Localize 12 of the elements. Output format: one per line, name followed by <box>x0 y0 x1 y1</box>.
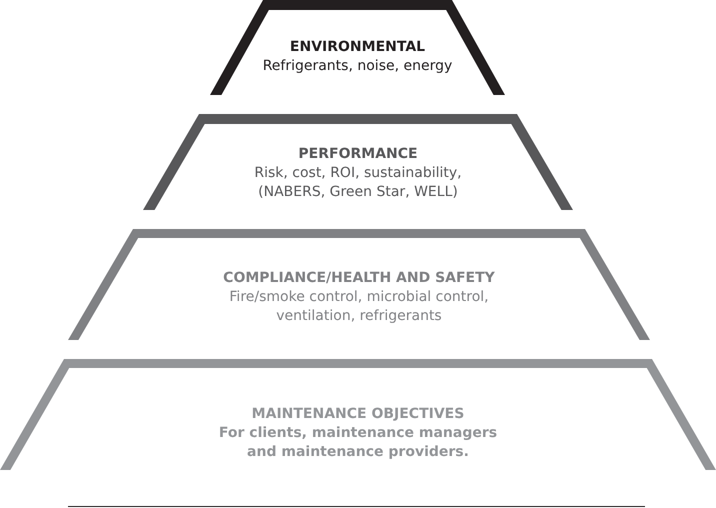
tier-description: Risk, cost, ROI, sustainability, (NABERS, Green Star, WELL) <box>253 164 463 202</box>
tier-description: For clients, maintenance managers and maintenance providers. <box>218 424 498 462</box>
tier-title: PERFORMANCE <box>298 145 418 164</box>
pyramid-tier <box>210 0 505 95</box>
pyramid-tier <box>0 359 716 470</box>
tier-description: Fire/smoke control, microbial control, ventilation, refrigerants <box>228 288 490 326</box>
pyramid-tier <box>143 114 573 210</box>
tier-description: Refrigerants, noise, energy <box>262 57 452 76</box>
tier-title: COMPLIANCE/HEALTH AND SAFETY <box>223 269 495 288</box>
pyramid-tier <box>68 229 650 340</box>
tier-title: ENVIRONMENTAL <box>290 38 426 57</box>
tier-title: MAINTENANCE OBJECTIVES <box>252 405 464 424</box>
